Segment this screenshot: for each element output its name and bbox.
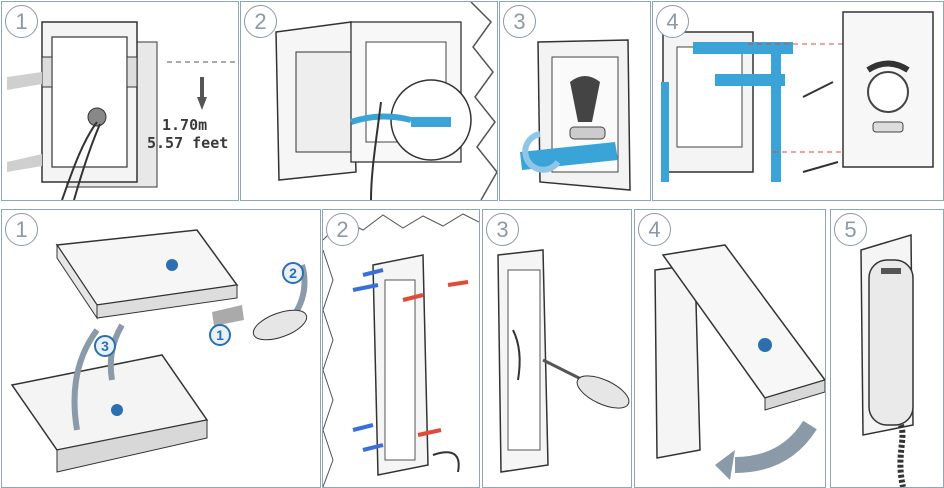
handset-open-illustration xyxy=(10,229,308,473)
module-insertion-illustration xyxy=(275,2,497,200)
step-number: 2 xyxy=(326,213,359,246)
wall-bracket-illustration xyxy=(323,213,479,487)
step-number: 4 xyxy=(638,213,671,246)
top-panel-3: 3 xyxy=(499,1,651,201)
bottom-panel-3: 3 xyxy=(482,209,632,488)
height-label-feet: 5.57 feet xyxy=(147,134,229,152)
wall-box-illustration xyxy=(7,21,238,200)
handset-hinge-illustration xyxy=(654,244,825,480)
step-number: 3 xyxy=(486,213,519,246)
step-number: 2 xyxy=(244,5,277,38)
step-number: 4 xyxy=(656,5,689,38)
bottom-panel-4: 4 xyxy=(634,209,826,488)
top-panel-1: 1 1.70m 5.57 feet xyxy=(1,1,239,201)
bottom-panel-2: 2 xyxy=(322,209,480,488)
bracket-screwdriver-illustration xyxy=(497,249,630,473)
sub-step-3: 3 xyxy=(94,335,116,357)
step-number: 3 xyxy=(503,5,536,38)
step-number: 1 xyxy=(5,5,38,38)
sub-step-1: 1 xyxy=(209,324,231,346)
bottom-panel-5: 5 xyxy=(830,209,944,488)
bottom-panel-1: 1 1 2 3 xyxy=(1,209,321,488)
mount-panel-illustration xyxy=(661,11,934,182)
top-panel-4: 4 xyxy=(652,1,944,201)
top-panel-2: 2 xyxy=(240,1,498,201)
sub-step-2: 2 xyxy=(282,262,304,284)
step-number: 5 xyxy=(834,213,867,246)
tab-open-illustration xyxy=(520,39,631,191)
step-number: 1 xyxy=(5,213,38,246)
height-label-meters: 1.70m xyxy=(162,116,208,134)
handset-mounted-illustration xyxy=(860,233,914,487)
